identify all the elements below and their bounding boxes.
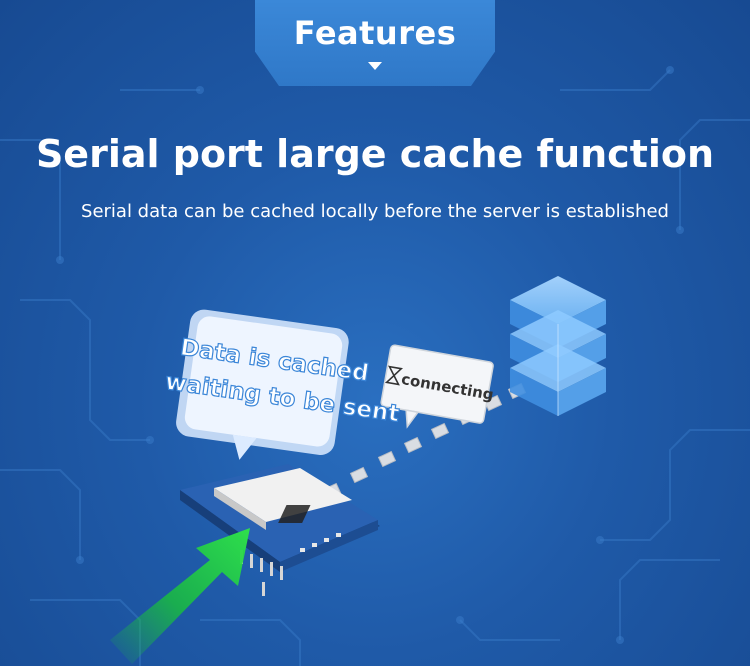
page-subtitle: Serial data can be cached locally before… [81,201,669,222]
input-arrow-icon [110,528,250,664]
cache-speech-bubble: Data is cached waiting to be sent [163,309,402,460]
server-stack-icon [510,276,606,416]
section-title: Features [293,14,457,52]
qr-code-icon [278,505,311,523]
connecting-card: connecting [380,344,495,429]
serial-module-board [180,464,380,596]
data-packet [403,436,423,454]
hourglass-icon [384,365,403,386]
data-packet [349,466,369,484]
data-packet [430,422,450,440]
page-title: Serial port large cache function [35,132,715,176]
section-tab: Features [255,0,495,86]
data-packet [377,450,397,468]
caret-down-icon [368,62,382,70]
